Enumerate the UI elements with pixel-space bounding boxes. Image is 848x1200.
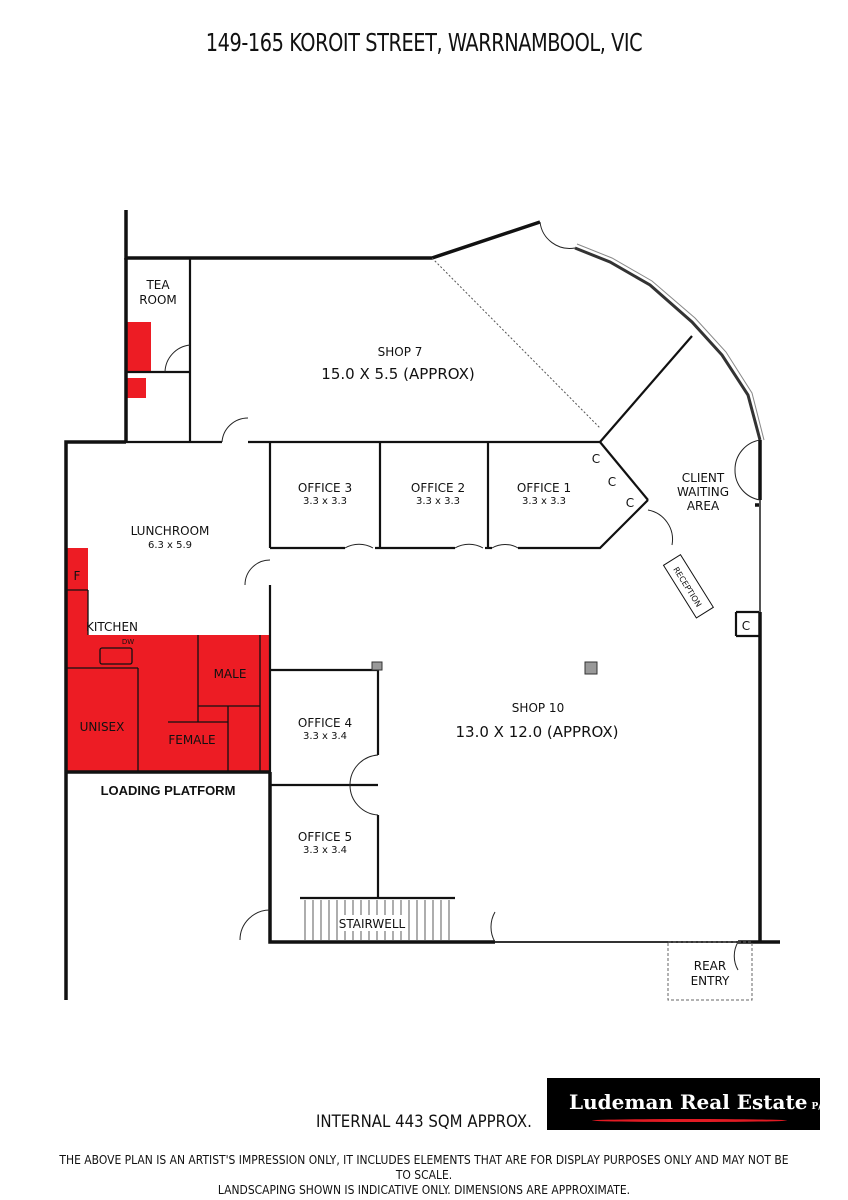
client-waiting-label-2: WAITING [677,485,729,499]
shop10-label: SHOP 10 [512,701,564,715]
svg-text:C: C [592,452,600,466]
office2-label: OFFICE 2 [411,481,465,495]
dashed-boundary [431,257,601,429]
interior-walls [126,258,760,900]
unisex-label: UNISEX [80,720,125,734]
stairwell-label: STAIRWELL [339,917,406,931]
disclaimer-line-1: THE ABOVE PLAN IS AN ARTIST'S IMPRESSION… [59,1152,789,1182]
reception-desk: RECEPTION [662,554,715,619]
office5-dim: 3.3 x 3.4 [303,845,347,856]
cupboards: C C C C [592,452,750,633]
office3-dim: 3.3 x 3.3 [303,496,347,507]
male-label: MALE [214,667,247,681]
tea-room-label-2: ROOM [139,293,177,307]
client-waiting-label: CLIENT [682,471,725,485]
lunchroom-dim: 6.3 x 5.9 [148,540,192,551]
shop7-label: SHOP 7 [378,345,423,359]
lunchroom-label: LUNCHROOM [131,524,210,538]
office1-label: OFFICE 1 [517,481,571,495]
exterior-walls [64,210,780,1000]
office4-dim: 3.3 x 3.4 [303,731,347,742]
office5-label: OFFICE 5 [298,830,352,844]
logo-name: Ludeman Real Estate [569,1090,808,1114]
rear-entry-outline [667,941,753,1001]
logo-swoosh [592,1119,787,1122]
svg-text:C: C [742,619,750,633]
shop10-dimensions: 13.0 X 12.0 (APPROX) [456,723,619,741]
wet-area-partitions [66,589,261,772]
female-label: FEMALE [168,733,215,747]
loading-platform-label: LOADING PLATFORM [101,783,236,798]
svg-text:C: C [626,496,634,510]
rear-entry-label: REAR [694,959,726,973]
office3-label: OFFICE 3 [298,481,352,495]
door-swings [164,221,761,971]
client-waiting-label-3: AREA [687,499,720,513]
tea-room-label: TEA [145,278,170,292]
page-title: 149-165 KOROIT STREET, WARRNAMBOOL, VIC [205,28,643,57]
office4-label: OFFICE 4 [298,716,352,730]
logo-suffix: P/L [811,1102,828,1112]
internal-area: INTERNAL 443 SQM APPROX. [316,1112,532,1132]
shop7-dimensions: 15.0 X 5.5 (APPROX) [321,365,474,383]
rear-entry-label-2: ENTRY [691,974,730,988]
dishwasher-label: DW [122,638,134,646]
office2-dim: 3.3 x 3.3 [416,496,460,507]
kitchen-label: KITCHEN [86,620,138,634]
svg-text:C: C [608,475,616,489]
disclaimer-line-2: LANDSCAPING SHOWN IS INDICATIVE ONLY. DI… [217,1182,631,1197]
office1-dim: 3.3 x 3.3 [522,496,566,507]
disclaimer: THE ABOVE PLAN IS AN ARTIST'S IMPRESSION… [59,1152,788,1197]
fridge-label: F [74,569,81,583]
